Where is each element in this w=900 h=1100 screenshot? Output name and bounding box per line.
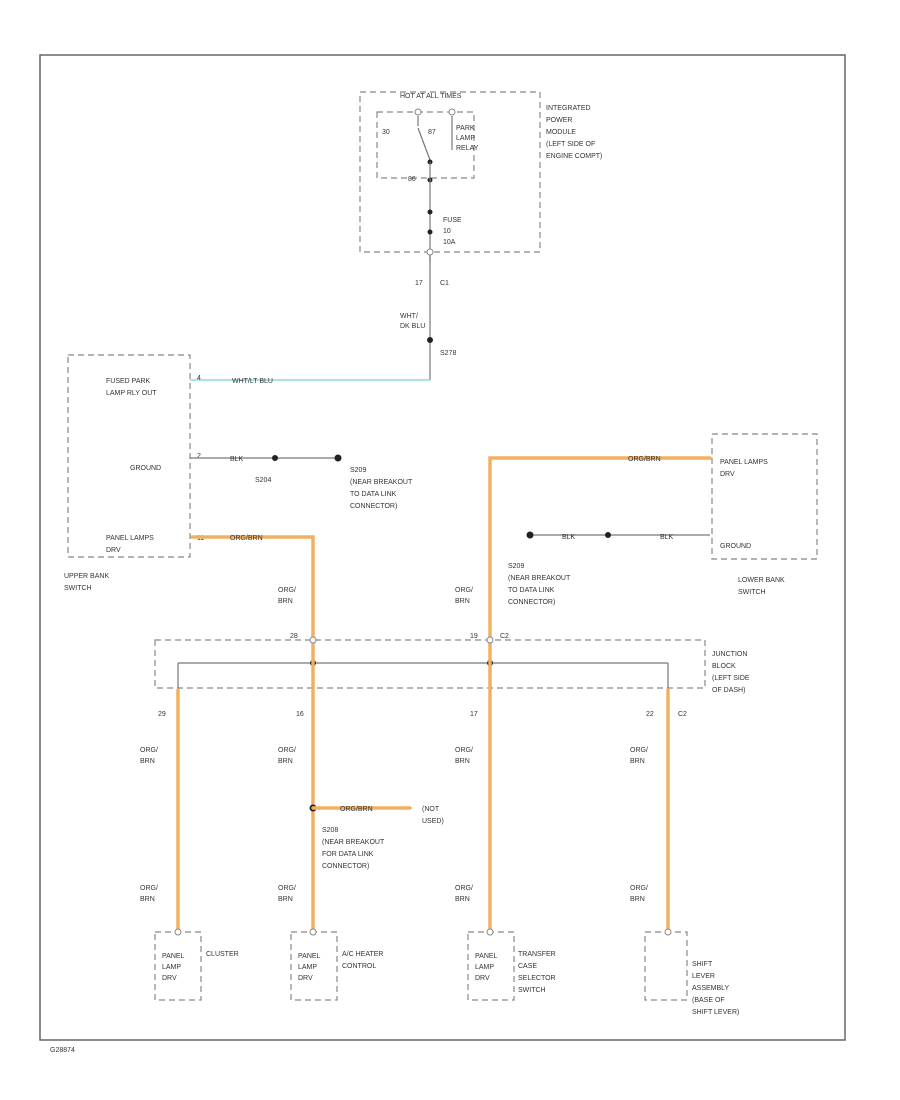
svg-text:ORG/BRN: ORG/BRN — [278, 885, 296, 903]
load3-pin: 17 — [470, 711, 478, 718]
lower-bank-outline — [711, 433, 818, 560]
svg-text:ORG/BRN: ORG/BRN — [140, 747, 158, 765]
svg-text:ORG/BRN: ORG/BRN — [140, 885, 158, 903]
svg-text:ORG/BRN: ORG/BRN — [278, 747, 296, 765]
splice-s278-label: S278 — [440, 350, 456, 357]
relay-switch-arm — [417, 127, 431, 161]
svg-text:ORG/BRN: ORG/BRN — [630, 885, 648, 903]
wire-blk-label-4: BLK — [660, 534, 674, 541]
load2-pin: 16 — [296, 711, 304, 718]
relay-pin-87: 87 — [428, 129, 436, 136]
junction-block-outline — [154, 639, 706, 689]
ipm-hot-label: HOT AT ALL TIMES — [400, 93, 462, 100]
svg-text:ORG/BRN: ORG/BRN — [630, 747, 648, 765]
lower-pin2-label: GROUND — [720, 543, 751, 550]
diagram-id: G28874 — [50, 1047, 75, 1054]
diagram-frame — [39, 54, 846, 1041]
load-cluster-title: CLUSTER — [206, 951, 239, 958]
park-lamp-relay-outline — [376, 111, 475, 179]
jb-right-pin: 19 — [470, 633, 478, 640]
relay-top-pin — [414, 108, 422, 116]
svg-text:4: 4 — [197, 375, 201, 382]
ipm-outline — [359, 91, 541, 253]
upper-bank-outline — [67, 354, 191, 558]
relay-pin-86: 86 — [408, 176, 416, 183]
svg-text:2: 2 — [197, 453, 201, 460]
splice-s204-label: S204 — [255, 477, 271, 484]
relay-pin-30: 30 — [382, 129, 390, 136]
upper-pin2-label: GROUND — [130, 465, 161, 472]
svg-text:ORG/BRN: ORG/BRN — [455, 885, 473, 903]
relay-top-pin-2 — [448, 108, 456, 116]
load1-pin: 29 — [158, 711, 166, 718]
wire-org-brn-upper-vlabel: ORG/BRN — [278, 587, 296, 605]
wire-wht-dkblu-label: WHT/DK BLU — [400, 313, 425, 330]
wire-wht-ltblu-label: WHT/LT BLU — [232, 378, 273, 385]
svg-text:ORG/BRN: ORG/BRN — [455, 747, 473, 765]
svg-text:ORG/BRN: ORG/BRN — [340, 806, 373, 813]
wire-org-brn-lower-vlabel: ORG/BRN — [455, 587, 473, 605]
jb-c2-label: C2 — [500, 633, 509, 640]
jb-left-pin: 28 — [290, 633, 298, 640]
ipm-c1-pin: 17 — [415, 280, 423, 287]
wire-org-brn-upper — [190, 535, 315, 662]
load4-pin: 22 — [646, 711, 654, 718]
ipm-c1-label: C1 — [440, 280, 449, 287]
wire-blk-label-3: BLK — [562, 534, 576, 541]
wire-blk-label-1: BLK — [230, 456, 244, 463]
wire-org-brn-lower-label: ORG/BRN — [628, 456, 661, 463]
jb-c2-label-2: C2 — [678, 711, 687, 718]
wire-org-brn-lower — [488, 456, 712, 662]
wire-org-brn-upper-label: ORG/BRN — [230, 535, 263, 542]
splice-s278-dot — [427, 337, 433, 343]
